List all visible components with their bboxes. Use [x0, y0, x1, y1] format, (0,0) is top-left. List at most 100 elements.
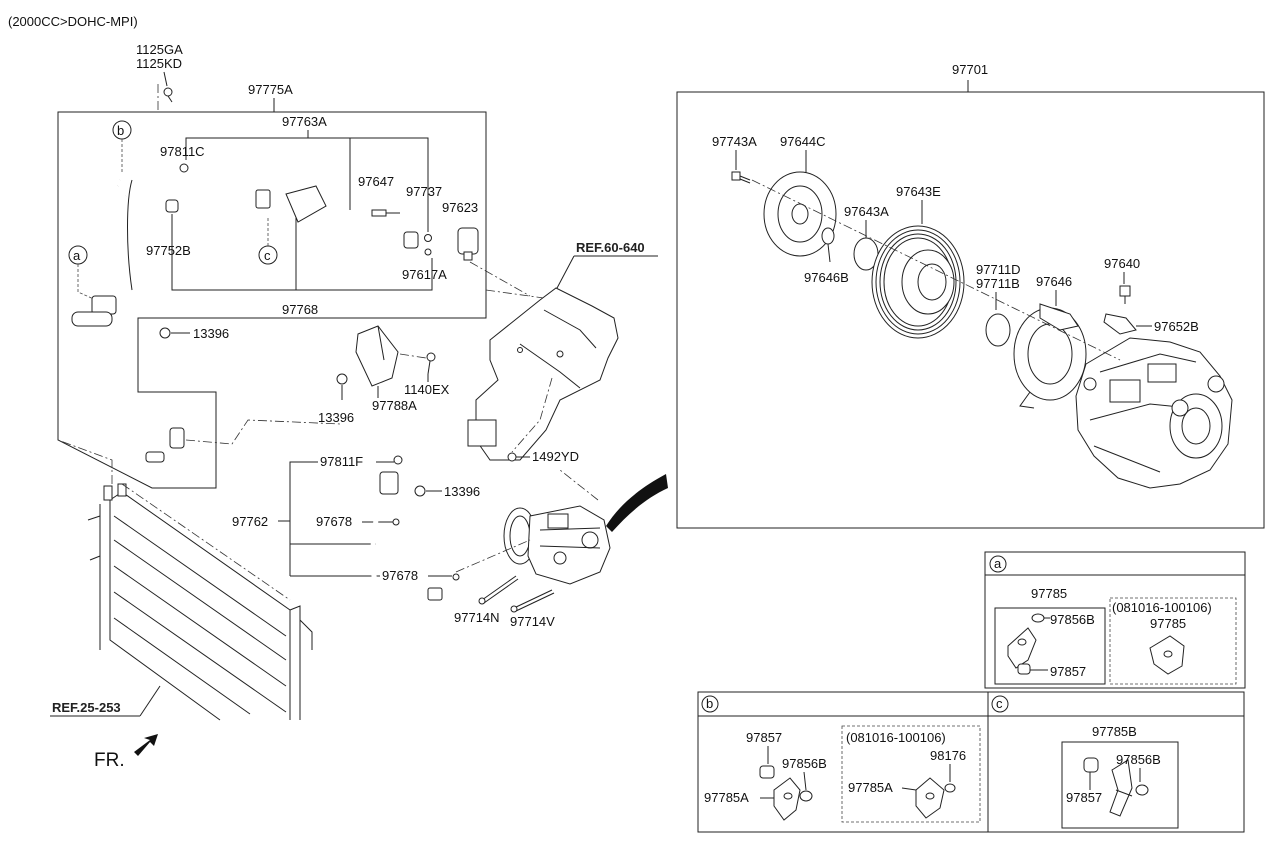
c-label-97856B: 97856B — [1116, 752, 1161, 767]
suction-liquid-pipes — [118, 163, 432, 264]
ref-25-253: REF.25-253 — [52, 700, 121, 715]
detail-box-c — [987, 691, 1245, 833]
label-97743A: 97743A — [712, 134, 757, 149]
b-alt-label-97785A: 97785A — [848, 780, 893, 795]
label-97646: 97646 — [1036, 274, 1072, 289]
c-inner-box — [1061, 741, 1179, 829]
b-label-97785A: 97785A — [704, 790, 749, 805]
compressor-body — [1075, 337, 1233, 489]
label-97678-lower: 97678 — [382, 568, 418, 583]
label-97652B: 97652B — [1154, 319, 1199, 334]
bolt-1140EX — [426, 352, 436, 375]
label-97643A: 97643A — [844, 204, 889, 219]
b-label-97857: 97857 — [746, 730, 782, 745]
svg-text:b: b — [706, 696, 713, 711]
bolt-97640 — [1119, 285, 1131, 304]
c-label-97785B: 97785B — [1092, 724, 1137, 739]
snap-ring-97711 — [985, 313, 1011, 347]
a-inner-box — [994, 607, 1106, 685]
label-13396-lower: 13396 — [444, 484, 480, 499]
label-1492YD: 1492YD — [532, 449, 579, 464]
a-label-97785: 97785 — [1031, 586, 1067, 601]
svg-text:a: a — [73, 248, 81, 263]
detail-a-badge: a — [989, 555, 1007, 573]
label-97647: 97647 — [358, 174, 394, 189]
svg-text:c: c — [996, 696, 1003, 711]
svg-text:b: b — [117, 123, 124, 138]
label-97811C: 97811C — [160, 144, 205, 159]
label-97763A: 97763A — [282, 114, 327, 129]
compressor-small — [503, 505, 611, 585]
callout-b: b — [112, 120, 132, 140]
label-97714V: 97714V — [510, 614, 555, 629]
a-clip-97785 — [1007, 627, 1037, 669]
pressure-sensor-97623 — [457, 227, 479, 261]
nut-13396-lower — [414, 485, 426, 497]
b-label-98176: 98176 — [930, 748, 966, 763]
detail-b-badge: b — [701, 695, 719, 713]
b-bushing-97857 — [759, 765, 775, 779]
pulley-97643E — [871, 225, 965, 339]
label-97617A: 97617A — [402, 267, 447, 282]
c-bushing-97857 — [1083, 757, 1099, 773]
svg-text:a: a — [994, 556, 1002, 571]
a-alt-label-97785: 97785 — [1150, 616, 1186, 631]
front-arrow-icon — [134, 734, 158, 756]
b-grommet-97856B — [799, 790, 813, 802]
label-97768: 97768 — [282, 302, 318, 317]
bolt-1492YD — [507, 452, 517, 462]
b-alt-clip-97785A — [915, 777, 945, 819]
label-13396-upper: 13396 — [193, 326, 229, 341]
front-direction-label: FR. — [94, 750, 125, 771]
a-grommet-97856B — [1031, 613, 1045, 623]
detail-box-a — [984, 551, 1246, 689]
a-label-97857: 97857 — [1050, 664, 1086, 679]
nut-13396-upper — [159, 327, 171, 339]
label-1140EX: 1140EX — [404, 382, 450, 397]
c-bracket-97785B — [1109, 759, 1133, 817]
hub-plate-97644C — [763, 171, 837, 257]
a-period: (081016-100106) — [1112, 600, 1212, 615]
variant-title: (2000CC>DOHC-MPI) — [8, 14, 138, 29]
a-alt-box — [1109, 597, 1237, 685]
label-97811F: 97811F — [320, 454, 363, 469]
bolt-97714N — [478, 575, 519, 605]
body-panel-ref60 — [467, 287, 619, 461]
callout-c: c — [258, 245, 278, 265]
label-97737: 97737 — [406, 184, 442, 199]
b-clip-97785A — [773, 777, 801, 821]
label-97646B: 97646B — [804, 270, 849, 285]
bolt-97714V — [510, 589, 555, 613]
label-1125KD: 1125KD — [136, 56, 182, 71]
zoom-arrow — [606, 474, 668, 532]
label-97701: 97701 — [952, 62, 988, 77]
label-97643E: 97643E — [896, 184, 941, 199]
detail-c-badge: c — [991, 695, 1009, 713]
b-label-97856B: 97856B — [782, 756, 827, 771]
label-97623: 97623 — [442, 200, 478, 215]
field-coil-97646 — [1013, 303, 1087, 409]
ref-60-640: REF.60-640 — [576, 240, 645, 255]
bolt-1125 — [163, 87, 173, 103]
bolt-97743A — [731, 171, 751, 184]
label-97752B: 97752B — [146, 243, 191, 258]
label-97714N: 97714N — [454, 610, 500, 625]
suction-hose-lower — [370, 455, 460, 625]
a-alt-clip — [1149, 635, 1185, 675]
label-97711D: 97711D — [976, 262, 1021, 277]
b-period: (081016-100106) — [846, 730, 946, 745]
c-label-97857: 97857 — [1066, 790, 1102, 805]
c-grommet-97856B — [1135, 784, 1149, 796]
a-bushing-97857 — [1017, 663, 1031, 675]
label-1125GA: 1125GA — [136, 42, 183, 57]
label-97644C: 97644C — [780, 134, 826, 149]
assembly-frame — [57, 111, 487, 489]
label-97788A: 97788A — [372, 398, 417, 413]
exploded-view-frame — [676, 91, 1265, 529]
label-13396-mid: 13396 — [318, 410, 354, 425]
shim-97646B — [821, 227, 835, 245]
b-grommet-98176 — [944, 783, 956, 793]
a-label-97856B: 97856B — [1050, 612, 1095, 627]
